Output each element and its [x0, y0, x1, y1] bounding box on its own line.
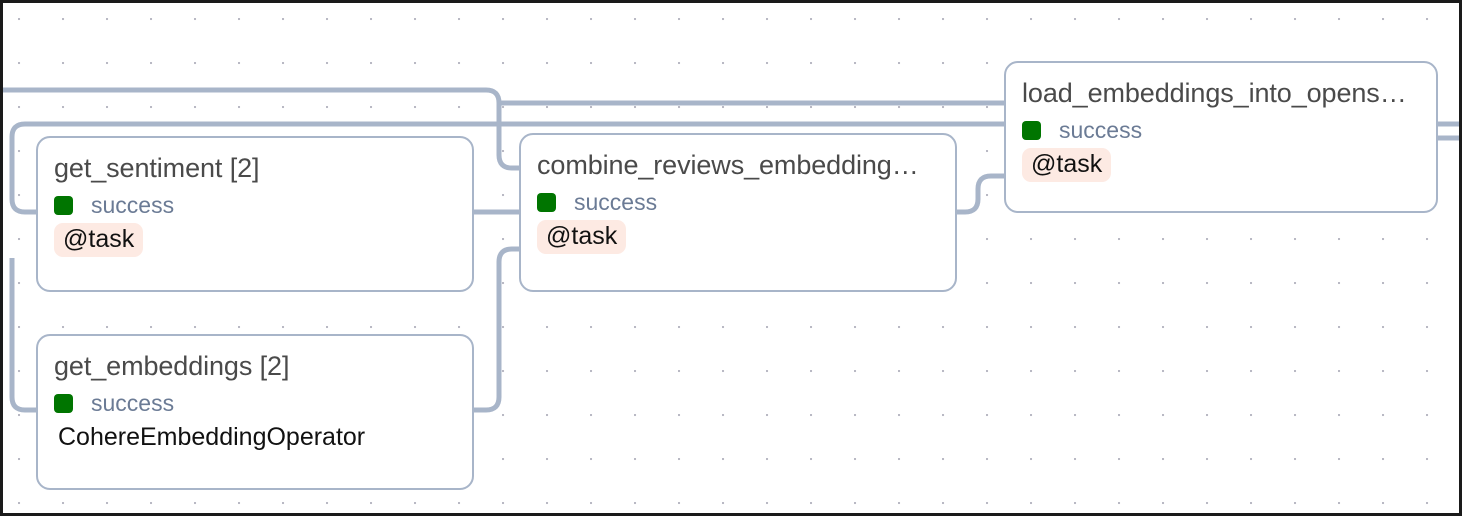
node-type-row: @task [1022, 148, 1420, 182]
node-title: get_embeddings [2] [54, 351, 290, 381]
node-type-row: CohereEmbeddingOperator [54, 422, 456, 454]
node-title: combine_reviews_embedding… [537, 150, 919, 180]
node-type-badge: @task [1022, 148, 1112, 182]
node-status-label: success [574, 189, 658, 215]
node-status-row: success [54, 390, 456, 416]
node-status-label: success [91, 192, 175, 218]
node-type-badge: @task [54, 223, 144, 257]
node-type-row: @task [54, 223, 456, 257]
status-swatch-icon [54, 195, 73, 215]
node-title: get_sentiment [2] [54, 153, 260, 183]
node-combine-reviews-embeddings[interactable]: combine_reviews_embedding… success @task [519, 133, 957, 292]
node-load-embeddings-into-opensearch[interactable]: load_embeddings_into_opens… success @tas… [1004, 61, 1438, 213]
node-title: load_embeddings_into_opens… [1022, 78, 1407, 108]
node-status-row: success [537, 189, 939, 215]
node-get-sentiment[interactable]: get_sentiment [2] success @task [36, 136, 474, 292]
node-status-label: success [91, 390, 175, 416]
node-status-label: success [1059, 117, 1143, 143]
node-get-embeddings[interactable]: get_embeddings [2] success CohereEmbeddi… [36, 334, 474, 490]
status-swatch-icon [1022, 120, 1041, 140]
node-status-row: success [1022, 117, 1420, 143]
node-operator-label: CohereEmbeddingOperator [58, 423, 366, 451]
node-type-row: @task [537, 220, 939, 254]
node-type-badge: @task [537, 220, 627, 254]
status-swatch-icon [537, 192, 556, 212]
node-status-row: success [54, 192, 456, 218]
status-swatch-icon [54, 393, 73, 413]
